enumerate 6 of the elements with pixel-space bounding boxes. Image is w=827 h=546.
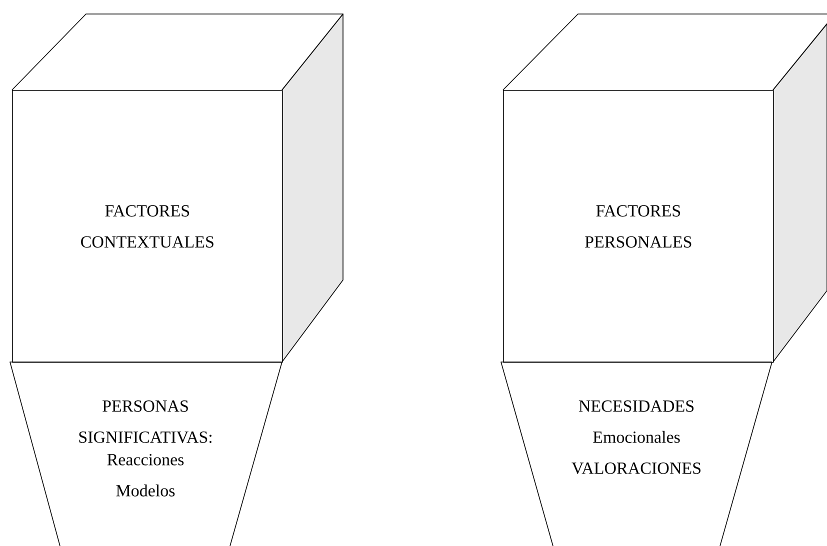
cube: FACTORES PERSONALES [502,14,827,363]
node-text: NECESIDADES Emocionales VALORACIONES [572,400,700,474]
funnel: PERSONAS SIGNIFICATIVAS: Reacciones Modelos [10,362,282,546]
funnel: NECESIDADES Emocionales VALORACIONES [500,362,772,546]
node-text: PERSONAS SIGNIFICATIVAS: Reacciones Modelos [79,400,212,496]
cube: FACTORES CONTEXTUALES [12,14,344,363]
